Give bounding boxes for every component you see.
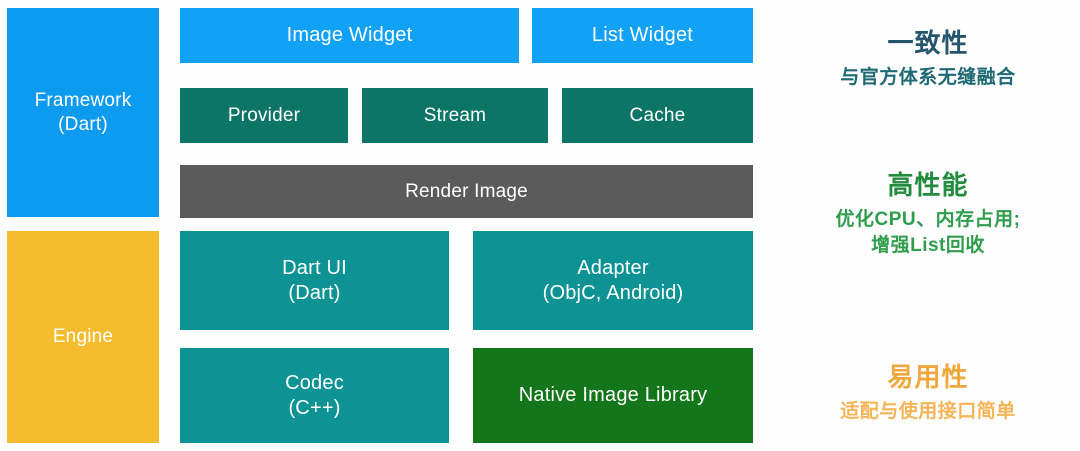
layer-engine-line1: Engine [52, 326, 114, 348]
node-adapter-line1: Adapter [577, 256, 649, 279]
note-performance-sub: 优化CPU、内存占用; [835, 209, 1021, 231]
note-performance: 高性能 优化CPU、内存占用; 增强List回收 [778, 168, 1078, 258]
layer-framework-line1: Framework [34, 89, 132, 111]
node-list-widget: List Widget [532, 8, 753, 63]
node-provider: Provider [180, 88, 348, 143]
node-image-widget: Image Widget [180, 8, 519, 63]
node-list-widget-label: List Widget [591, 24, 694, 46]
node-image-widget-label: Image Widget [286, 24, 413, 46]
layer-engine: Engine [7, 231, 159, 443]
node-provider-label: Provider [227, 104, 301, 126]
note-performance-sub2: 增强List回收 [871, 234, 985, 256]
node-codec: Codec (C++) [180, 348, 449, 443]
note-usability: 易用性 适配与使用接口简单 [778, 360, 1078, 425]
note-usability-title: 易用性 [887, 362, 969, 392]
note-performance-title: 高性能 [887, 170, 969, 200]
node-render-image: Render Image [180, 165, 753, 218]
note-consistency-sub: 与官方体系无缝融合 [840, 67, 1016, 89]
layer-framework: Framework (Dart) [7, 8, 159, 217]
node-codec-line1: Codec [285, 371, 344, 394]
node-cache-label: Cache [629, 104, 686, 126]
layer-framework-line2: (Dart) [58, 113, 108, 135]
node-native-image-library-line1: Native Image Library [518, 384, 708, 406]
node-stream-label: Stream [423, 104, 487, 126]
node-dart-ui: Dart UI (Dart) [180, 231, 449, 330]
note-consistency-title: 一致性 [887, 28, 969, 58]
note-consistency: 一致性 与官方体系无缝融合 [778, 26, 1078, 91]
node-adapter-line2: (ObjC, Android) [542, 281, 684, 304]
node-dart-ui-line2: (Dart) [288, 281, 341, 304]
node-adapter: Adapter (ObjC, Android) [473, 231, 753, 330]
node-stream: Stream [362, 88, 548, 143]
node-codec-line2: (C++) [288, 396, 341, 419]
note-usability-sub: 适配与使用接口简单 [840, 401, 1016, 423]
node-cache: Cache [562, 88, 753, 143]
node-native-image-library: Native Image Library [473, 348, 753, 443]
node-render-image-label: Render Image [405, 180, 528, 202]
node-dart-ui-line1: Dart UI [282, 256, 347, 279]
